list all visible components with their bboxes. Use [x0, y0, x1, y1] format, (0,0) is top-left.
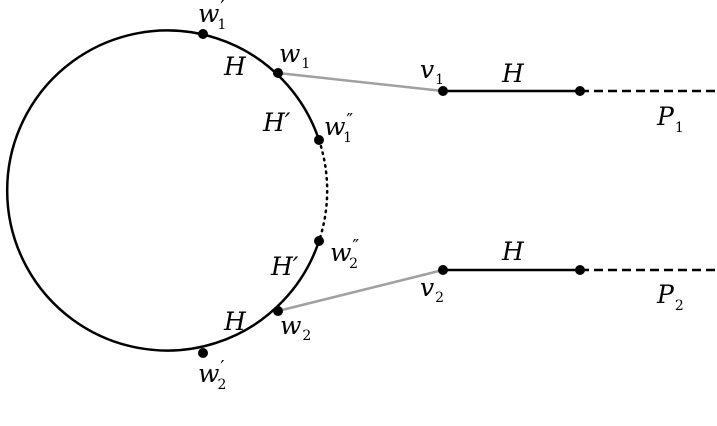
label-P2: P2: [656, 280, 684, 314]
label-w1: w1: [279, 39, 310, 72]
cycle-solid-arc: [5, 29, 321, 352]
label-H-path2: H: [501, 237, 525, 266]
label-w2-prime: w′2: [198, 357, 226, 393]
connector-w1-v1: [277, 71, 444, 93]
label-H-top: H: [223, 52, 247, 81]
label-v1: v1: [420, 55, 444, 88]
vertex-w1: [273, 68, 283, 78]
vertex-w2-prime: [198, 348, 208, 358]
vertex-w2: [273, 306, 283, 316]
label-w1-double-prime: w″1: [324, 110, 353, 146]
cycle-dotted-arc: [317, 138, 329, 243]
connector-w2-v2: [277, 268, 444, 313]
vertex-w1-double-prime: [314, 135, 324, 145]
label-Hp-bottom: H′: [270, 252, 299, 281]
label-w1-prime: w′1: [198, 0, 226, 33]
label-P1: P1: [656, 102, 684, 136]
label-H-path1: H: [501, 59, 525, 88]
label-w2-double-prime: w″2: [330, 236, 359, 272]
label-H-bottom: H: [223, 307, 247, 336]
label-w2: w2: [280, 311, 311, 344]
vertex-v2: [438, 265, 448, 275]
vertex-v1: [438, 86, 448, 96]
vertex-w1-prime: [198, 29, 208, 39]
label-Hp-top: H′: [262, 108, 291, 137]
vertex-w2-double-prime: [314, 236, 324, 246]
label-v2: v2: [420, 273, 444, 306]
vertex-v2-end: [575, 265, 585, 275]
vertex-v1-end: [575, 86, 585, 96]
